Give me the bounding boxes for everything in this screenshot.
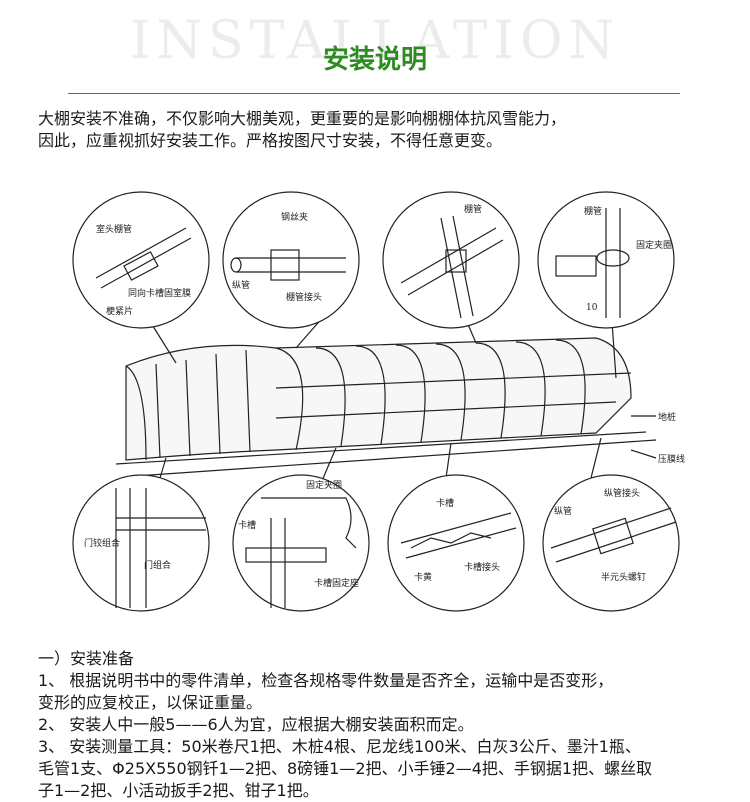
intro-line-1: 大棚安装不准确，不仅影响大棚美观，更重要的是影响棚棚体抗风雪能力，	[38, 109, 567, 128]
label-bottom2-a: 固定夹圈	[306, 479, 342, 491]
label-bottom2-b: 卡槽	[238, 519, 256, 531]
label-top2-c: 棚管接头	[286, 291, 322, 303]
label-top2-a: 钢丝夹	[281, 211, 308, 223]
label-top4-c: 10	[586, 303, 598, 313]
label-bottom4-b: 纵管	[554, 505, 572, 517]
intro-paragraph: 大棚安装不准确，不仅影响大棚美观，更重要的是影响棚棚体抗风雪能力， 因此，应重视…	[38, 108, 728, 152]
title-divider	[68, 93, 680, 94]
prep-item-3-line-2: 毛管1支、Φ25X550钢钎1—2把、8磅锤1—2把、小手锤2—4把、手钢据1把…	[38, 759, 653, 778]
label-bottom1-b: 门组合	[144, 559, 171, 571]
label-bottom3-a: 卡槽	[436, 497, 454, 509]
detail-circle-top-2	[222, 191, 360, 329]
installation-preparation-section: 一）安装准备 1、 根据说明书中的零件清单，检查各规格零件数量是否齐全，运输中是…	[38, 648, 738, 802]
label-top1-b: 同向卡槽固室膜	[128, 287, 191, 299]
detail-circle-top-4	[537, 191, 675, 329]
prep-item-3-line-3: 子1—2把、小活动扳手2把、钳子1把。	[38, 781, 319, 800]
greenhouse-assembly-diagram: 室头棚管 同向卡槽固室膜 梗紧片 钢丝夹 纵管 棚管接头 棚管 棚管 固定夹圈 …	[72, 191, 685, 612]
page-title: 安装说明	[322, 45, 427, 75]
prep-item-3-line-1: 3、 安装测量工具：50米卷尺1把、木桩4根、尼龙线100米、白灰3公斤、墨汁1…	[38, 737, 641, 756]
label-film-line: 压膜线	[658, 453, 685, 465]
prep-item-1-line-1: 1、 根据说明书中的零件清单，检查各规格零件数量是否齐全，运输中是否变形，	[38, 671, 614, 690]
detail-circle-bottom-2	[232, 474, 370, 612]
prep-item-1-line-2: 变形的应复校正，以保证重量。	[38, 693, 263, 712]
label-top3-a: 棚管	[464, 203, 482, 215]
label-bottom4-a: 纵管接头	[604, 487, 640, 499]
detail-circle-bottom-3	[387, 474, 525, 612]
label-top2-b: 纵管	[232, 279, 250, 291]
label-bottom1-a: 门铰组合	[84, 537, 120, 549]
label-top4-b: 固定夹圈	[636, 239, 672, 251]
label-bottom2-c: 卡槽固定座	[314, 577, 359, 589]
label-ground-stake: 地桩	[658, 411, 676, 423]
label-top4-a: 棚管	[584, 205, 602, 217]
prep-item-2: 2、 安装人中一般5——6人为宜，应根据大棚安装面积而定。	[38, 715, 474, 734]
label-bottom3-b: 卡黄	[414, 571, 432, 583]
detail-circle-bottom-4	[542, 474, 680, 612]
intro-line-2: 因此，应重视抓好安装工作。严格按图尺寸安装，不得任意更变。	[38, 131, 503, 150]
detail-circle-bottom-1	[72, 474, 210, 612]
section-heading: 一）安装准备	[38, 649, 135, 668]
label-bottom3-c: 卡槽接头	[464, 561, 500, 573]
label-bottom4-c: 半元头螺钉	[601, 571, 646, 583]
watermark-text: INSTALLATION	[129, 11, 621, 71]
label-top1-c: 梗紧片	[106, 305, 133, 317]
label-top1-a: 室头棚管	[96, 223, 132, 235]
detail-circle-top-3	[382, 191, 520, 329]
detail-circle-top-1	[72, 191, 210, 329]
greenhouse-structure	[115, 337, 657, 477]
